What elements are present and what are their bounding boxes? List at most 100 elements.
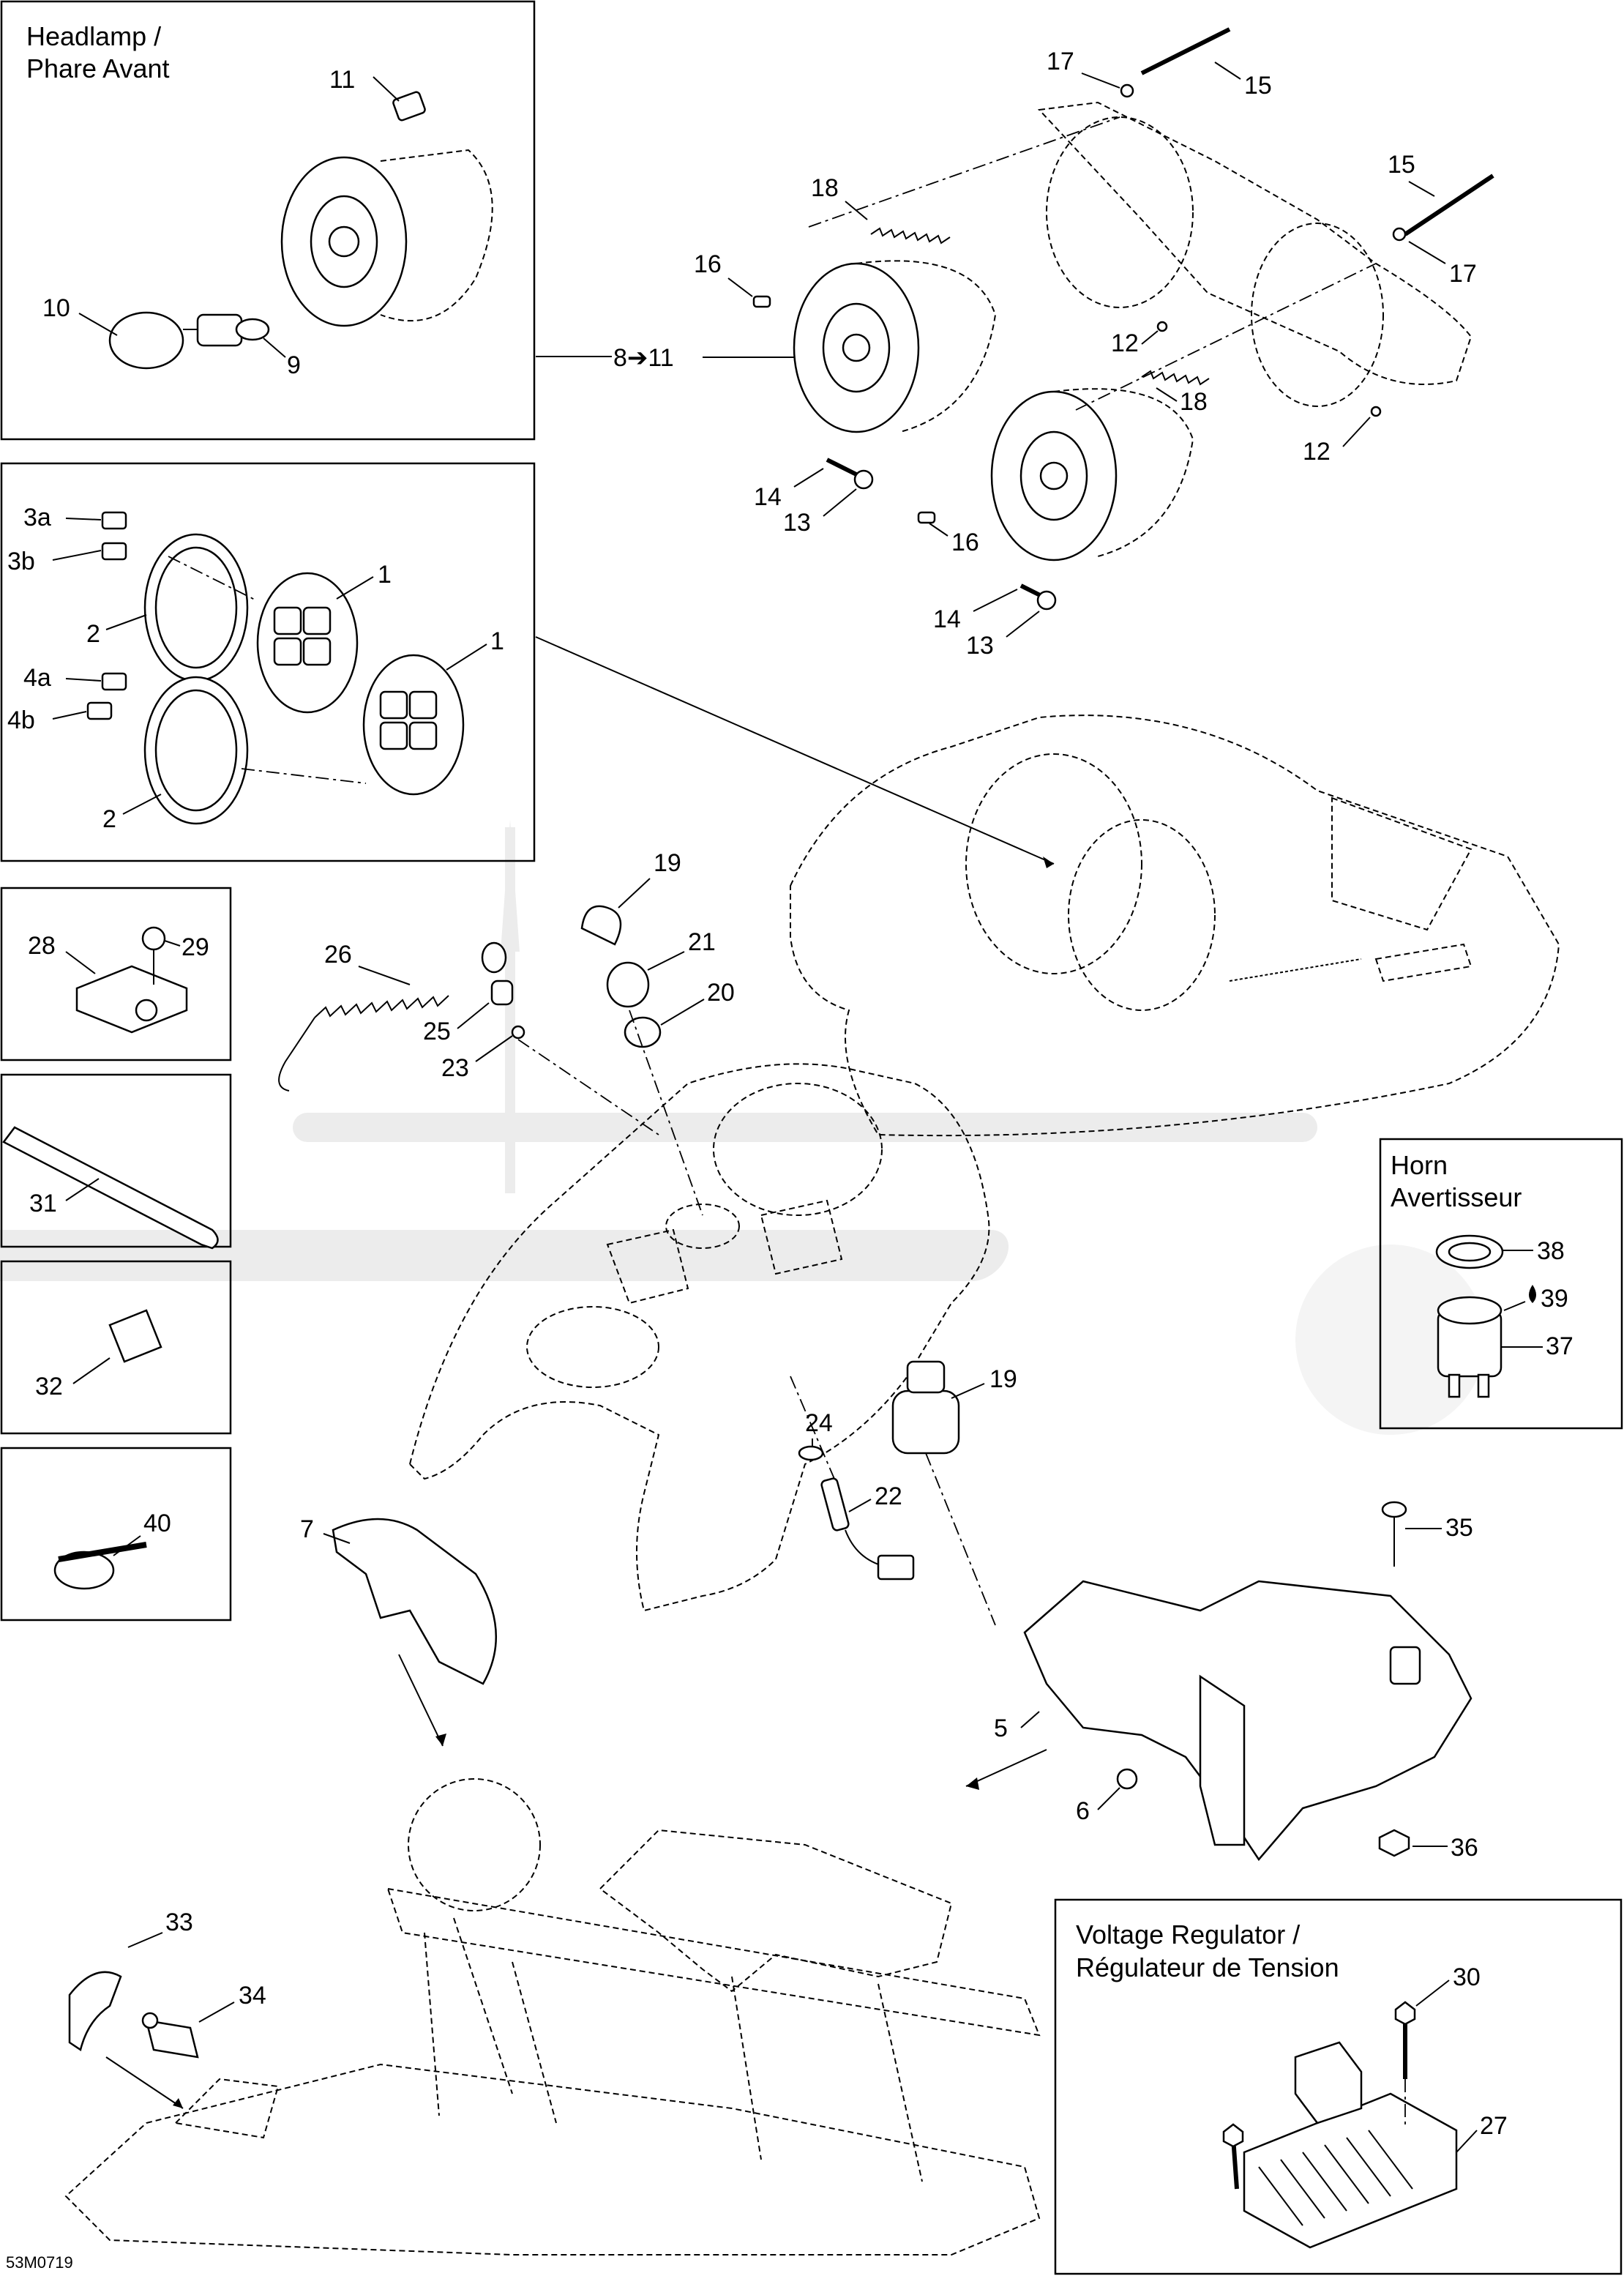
- callout-10: 10: [42, 294, 70, 322]
- callout-22: 22: [875, 1482, 902, 1510]
- front-fairing: [790, 714, 1560, 1137]
- callout-19b: 19: [989, 1365, 1017, 1393]
- horn-inset: Horn Avertisseur: [1379, 1138, 1623, 1430]
- inset-31: [0, 1073, 232, 1250]
- key-cap-25-icon: [490, 980, 514, 1006]
- callout-35: 35: [1445, 1514, 1473, 1542]
- callout-31: 31: [29, 1190, 57, 1217]
- headlamp-inset: Headlamp / Phare Avant 11 10 9: [0, 0, 536, 441]
- callout-39: 39: [1541, 1285, 1568, 1313]
- bracket-33-icon: [68, 1971, 122, 2052]
- callout-40: 40: [143, 1510, 171, 1537]
- horn-title-line1: Horn: [1391, 1150, 1448, 1180]
- callout-27: 27: [1480, 2112, 1508, 2140]
- callout-16a: 16: [694, 250, 722, 278]
- callout-18b: 18: [1180, 388, 1208, 416]
- callout-9: 9: [287, 351, 301, 379]
- callout-26: 26: [324, 941, 352, 969]
- nut-23-icon: [511, 1025, 525, 1040]
- callout-14b: 14: [933, 605, 961, 633]
- inset-32: [0, 1260, 232, 1435]
- callout-30: 30: [1453, 1963, 1481, 1991]
- callout-25: 25: [423, 1018, 451, 1045]
- callout-21: 21: [688, 928, 716, 956]
- callout-1a: 1: [378, 561, 392, 589]
- vehicle-frame: [64, 1778, 1041, 2256]
- washer-24-icon: [798, 1445, 824, 1461]
- support-bracket-5-icon: [1023, 1580, 1473, 1862]
- voltage-regulator-icon: [1243, 2041, 1458, 2249]
- callout-6: 6: [1076, 1797, 1090, 1825]
- voltage-regulator-title-line1: Voltage Regulator /: [1076, 1919, 1300, 1949]
- callout-24: 24: [805, 1409, 833, 1437]
- callout-36: 36: [1451, 1834, 1478, 1862]
- callout-33: 33: [165, 1909, 193, 1936]
- voltage-regulator-title-line2: Régulateur de Tension: [1076, 1952, 1339, 1982]
- headlamp-title-line1: Headlamp /: [26, 21, 161, 51]
- callout-1b: 1: [490, 627, 504, 655]
- drawing-code: 53M0719: [6, 2253, 73, 2272]
- callout-19a: 19: [654, 849, 681, 877]
- callout-28: 28: [28, 932, 56, 960]
- sensor-22-icon: [820, 1477, 915, 1581]
- grommet-20-icon: [624, 1016, 662, 1048]
- spacer-6-icon: [1116, 1768, 1138, 1790]
- headlamp-title-line2: Phare Avant: [26, 53, 170, 83]
- callout-14a: 14: [754, 483, 782, 511]
- callout-29: 29: [182, 933, 209, 961]
- callout-34: 34: [239, 1982, 266, 2010]
- clip-plate-icon: [75, 965, 188, 1034]
- callout-20: 20: [707, 979, 735, 1007]
- callout-3b: 3b: [7, 548, 35, 575]
- callout-8-11: 8➔11: [613, 344, 674, 372]
- horn-icon: [1437, 1296, 1503, 1398]
- callout-18a: 18: [811, 174, 839, 202]
- callout-13b: 13: [966, 632, 994, 660]
- inset-28-29: [0, 887, 232, 1061]
- spring-18-icon: [870, 227, 951, 245]
- spring-18b-icon: [1141, 370, 1210, 386]
- callout-5: 5: [994, 1715, 1008, 1742]
- callout-17b: 17: [1449, 260, 1477, 288]
- callout-23: 23: [441, 1054, 469, 1082]
- voltage-regulator-inset: Voltage Regulator / Régulateur de Tensio…: [1054, 1898, 1623, 2275]
- callout-11: 11: [329, 66, 355, 94]
- screw-30a-icon: [1222, 2123, 1244, 2148]
- callout-2a: 2: [86, 620, 100, 648]
- callout-17a: 17: [1047, 48, 1074, 75]
- switch-boot-21-icon: [606, 961, 650, 1008]
- callout-12b: 12: [1303, 438, 1331, 466]
- nut-36-icon: [1378, 1829, 1410, 1857]
- callout-16b: 16: [951, 529, 979, 556]
- horn-title-line2: Avertisseur: [1391, 1182, 1522, 1212]
- key-19-upper-icon: [580, 905, 622, 946]
- ignition-switch-19-icon: [891, 1360, 996, 1626]
- inset-40: [0, 1447, 232, 1622]
- callout-32: 32: [35, 1373, 63, 1400]
- screw-30-icon: [1394, 2001, 1416, 2026]
- clip-34-icon: [141, 2012, 199, 2059]
- instrument-console: [408, 1063, 990, 1612]
- callout-7: 7: [300, 1515, 314, 1543]
- callout-4b: 4b: [7, 706, 35, 734]
- screw-35-icon: [1381, 1501, 1407, 1518]
- lens-bezel-inset: [0, 462, 536, 862]
- deflector-7-icon: [332, 1518, 498, 1685]
- drop-icon: [1529, 1285, 1536, 1303]
- retainer-ring-icon: [108, 311, 184, 370]
- connector-icon: [392, 91, 426, 122]
- hose-sleeve-icon: [2, 1126, 219, 1250]
- watermark: [0, 820, 1486, 1435]
- callout-15a: 15: [1244, 72, 1272, 100]
- callout-3a: 3a: [23, 504, 51, 531]
- headlamp-bracket-assembly: [752, 27, 1494, 611]
- callout-38: 38: [1537, 1237, 1565, 1265]
- tether-cord-26-icon: [278, 941, 507, 1092]
- callout-37: 37: [1546, 1332, 1574, 1360]
- callout-4a: 4a: [23, 664, 51, 692]
- callout-15b: 15: [1388, 151, 1415, 179]
- callout-12a: 12: [1111, 329, 1139, 357]
- cable-tie-icon: [53, 1551, 115, 1590]
- clip-icon: [108, 1309, 162, 1363]
